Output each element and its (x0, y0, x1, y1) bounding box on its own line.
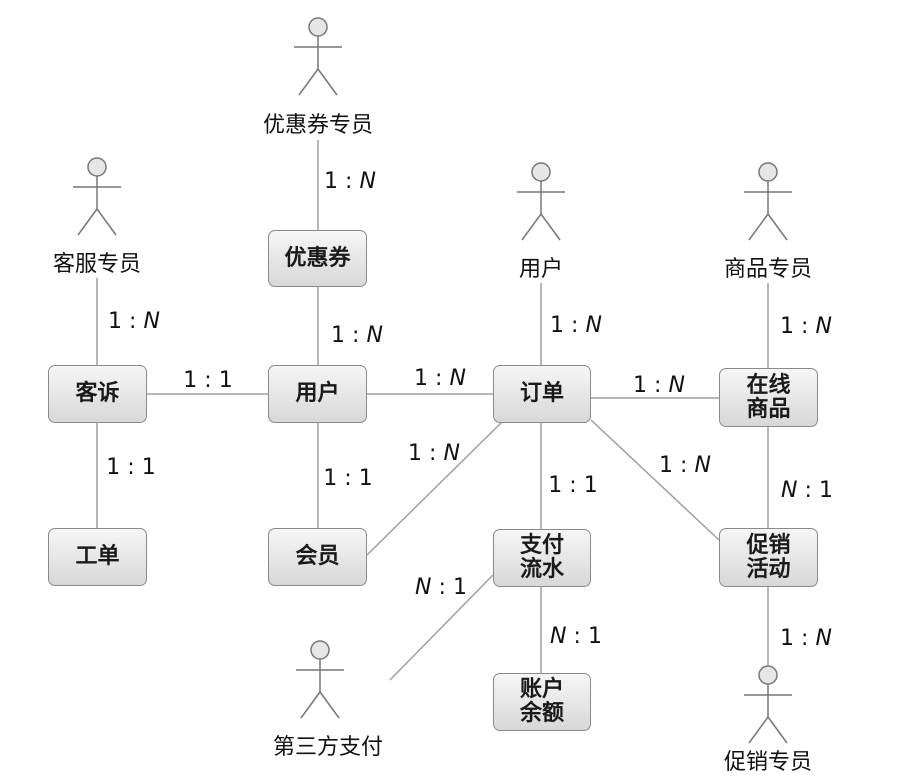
cardinality-right: N (694, 453, 711, 478)
entity-account-balance[interactable]: 账户 余额 (493, 673, 591, 731)
cardinality-order-goods: 1 : N (633, 374, 685, 398)
cardinality-thirdparty-payment: N : 1 (415, 576, 467, 600)
entity-online-goods[interactable]: 在线 商品 (719, 368, 818, 427)
cardinality-right: N (143, 309, 160, 334)
cardinality-sep: : (429, 441, 437, 466)
cardinality-order-promotion: 1 : N (659, 454, 711, 478)
actor-service-staff-icon (73, 157, 121, 236)
entity-coupon[interactable]: 优惠券 (268, 230, 367, 287)
cardinality-order-member: 1 : N (408, 442, 460, 466)
cardinality-right: N (366, 323, 383, 348)
cardinality-sep: : (801, 314, 809, 339)
cardinality-left: N (550, 624, 567, 649)
cardinality-goods-promotion: N : 1 (781, 479, 833, 503)
cardinality-promotion-promostaff: 1 : N (780, 627, 832, 651)
cardinality-left: 1 (183, 368, 198, 393)
cardinality-sep: : (129, 309, 137, 334)
cardinality-left: 1 (324, 169, 339, 194)
cardinality-goods-staff-goods: 1 : N (780, 315, 832, 339)
actor-goods-staff-icon (744, 162, 792, 241)
actor-user-icon (517, 162, 565, 241)
entity-payment-flow[interactable]: 支付 流水 (493, 529, 591, 587)
cardinality-right: N (668, 373, 685, 398)
cardinality-user-order: 1 : N (414, 367, 466, 391)
cardinality-sep: : (344, 466, 352, 491)
cardinality-sep: : (352, 323, 360, 348)
cardinality-sep: : (569, 473, 577, 498)
cardinality-sep: : (204, 368, 212, 393)
cardinality-complaint-workorder: 1 : 1 (106, 456, 155, 480)
cardinality-left: 1 (323, 466, 338, 491)
cardinality-user-member: 1 : 1 (323, 467, 372, 491)
cardinality-right: N (449, 366, 466, 391)
actor-coupon-staff-icon (294, 17, 342, 96)
cardinality-left: 1 (548, 473, 563, 498)
cardinality-user-actor-order: 1 : N (550, 314, 602, 338)
cardinality-service-complaint: 1 : N (108, 310, 160, 334)
cardinality-sep: : (438, 575, 446, 600)
cardinality-left: 1 (633, 373, 648, 398)
cardinality-sep: : (804, 478, 812, 503)
cardinality-payment-balance: N : 1 (550, 625, 602, 649)
cardinality-right: 1 (358, 466, 373, 491)
actor-label-goods-staff: 商品专员 (723, 257, 813, 282)
cardinality-right: 1 (583, 473, 598, 498)
connector-order-member (366, 421, 503, 556)
entity-promotion[interactable]: 促销 活动 (719, 528, 818, 587)
cardinality-right: N (359, 169, 376, 194)
cardinality-order-payment: 1 : 1 (548, 474, 597, 498)
entity-complaint[interactable]: 客诉 (48, 365, 147, 423)
connector-thirdparty-payment (389, 574, 494, 681)
entity-member[interactable]: 会员 (268, 528, 367, 586)
cardinality-left: 1 (659, 453, 674, 478)
cardinality-right: 1 (218, 368, 233, 393)
cardinality-sep: : (654, 373, 662, 398)
entity-user[interactable]: 用户 (268, 365, 367, 423)
cardinality-left: N (781, 478, 798, 503)
cardinality-left: 1 (550, 313, 565, 338)
actor-promo-staff-icon (744, 665, 792, 744)
cardinality-right: 1 (141, 455, 156, 480)
actor-label-third-party-pay: 第三方支付 (272, 735, 384, 760)
cardinality-left: 1 (108, 309, 123, 334)
cardinality-right: N (815, 626, 832, 651)
cardinality-left: 1 (408, 441, 423, 466)
cardinality-right: N (815, 314, 832, 339)
cardinality-right: 1 (452, 575, 467, 600)
cardinality-right: N (443, 441, 460, 466)
cardinality-sep: : (801, 626, 809, 651)
cardinality-sep: : (435, 366, 443, 391)
cardinality-sep: : (127, 455, 135, 480)
cardinality-right: 1 (587, 624, 602, 649)
actor-label-coupon-staff: 优惠券专员 (262, 113, 374, 138)
cardinality-complaint-user: 1 : 1 (183, 369, 232, 393)
cardinality-coupon-staff-coupon: 1 : N (324, 170, 376, 194)
cardinality-right: 1 (818, 478, 833, 503)
actor-third-party-pay-icon (296, 640, 344, 719)
connector-order-promotion (590, 419, 720, 541)
cardinality-sep: : (571, 313, 579, 338)
actor-label-user: 用户 (518, 257, 564, 282)
entity-order[interactable]: 订单 (493, 365, 591, 423)
cardinality-left: 1 (780, 626, 795, 651)
cardinality-left: 1 (414, 366, 429, 391)
cardinality-sep: : (573, 624, 581, 649)
cardinality-left: N (415, 575, 432, 600)
cardinality-left: 1 (106, 455, 121, 480)
cardinality-right: N (585, 313, 602, 338)
actor-label-service-staff: 客服专员 (52, 252, 142, 277)
actor-label-promo-staff: 促销专员 (723, 750, 813, 775)
cardinality-left: 1 (331, 323, 346, 348)
cardinality-left: 1 (780, 314, 795, 339)
cardinality-sep: : (680, 453, 688, 478)
cardinality-sep: : (345, 169, 353, 194)
cardinality-coupon-user: 1 : N (331, 324, 383, 348)
entity-work-order[interactable]: 工单 (48, 528, 147, 586)
